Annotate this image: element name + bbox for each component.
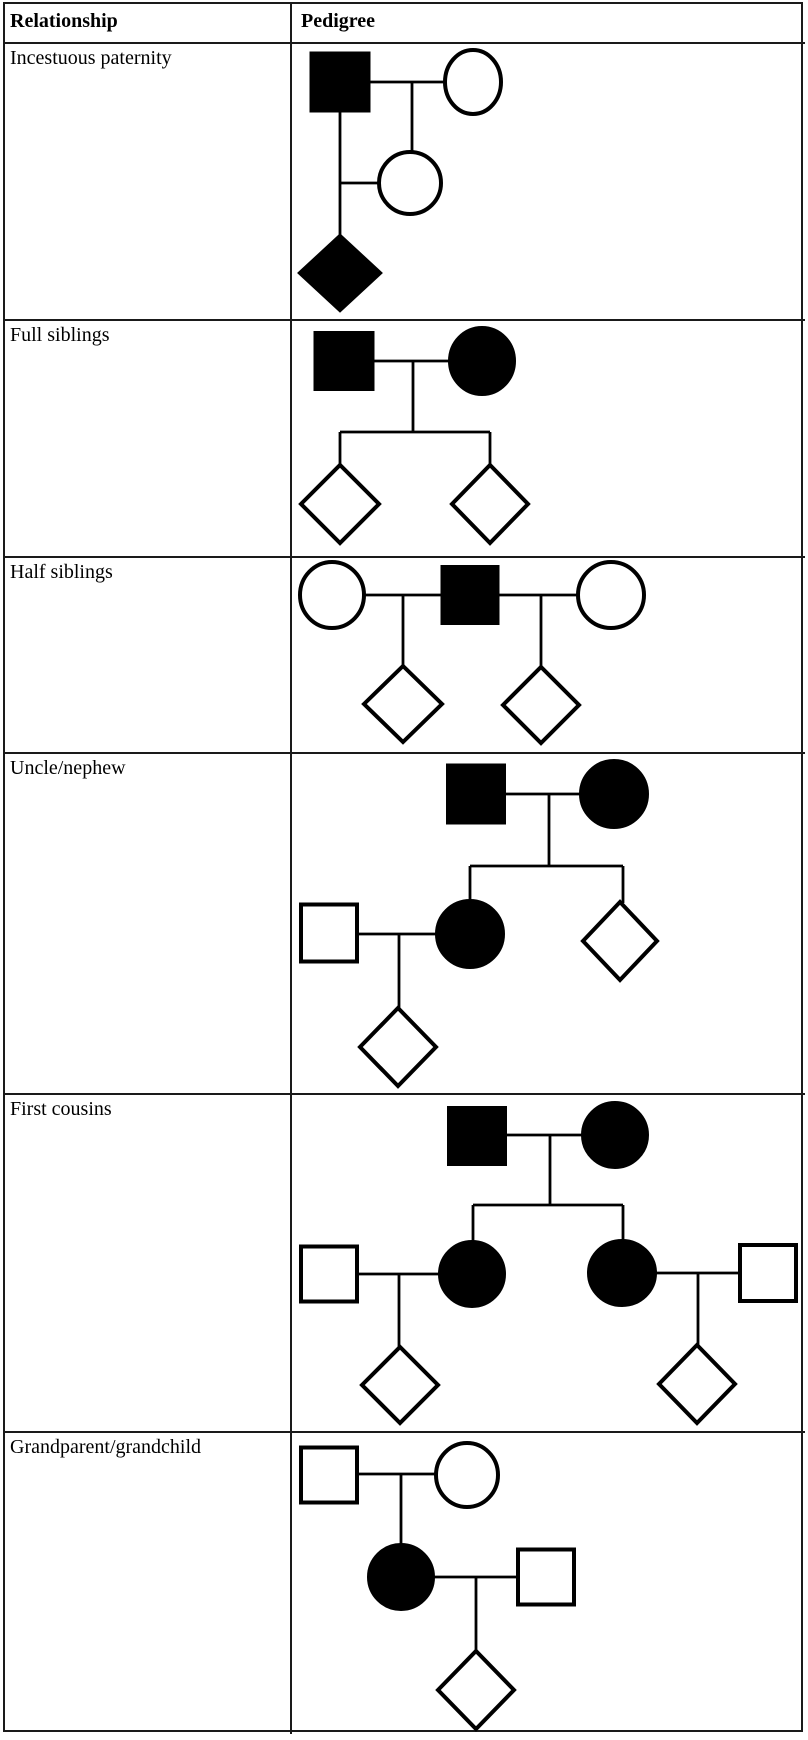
pedigree-symbol-unknown-sex-child	[656, 1342, 738, 1426]
pedigree-symbol-affected-female	[367, 1543, 435, 1611]
pedigree-symbol-unknown-sex-child	[500, 664, 582, 746]
pedigree-symbol-affected-male	[446, 763, 506, 825]
pedigree-symbol-unknown-sex-child	[435, 1648, 517, 1732]
pedigree-symbol-unaffected-female	[443, 48, 503, 116]
pedigree-symbol-unaffected-male	[738, 1243, 798, 1303]
row-label-first-cousins: First cousins	[10, 1098, 112, 1120]
pedigree-symbol-affected-male	[309, 51, 371, 113]
pedigree-symbol-unknown-sex-child	[359, 1344, 441, 1426]
table-row-line	[3, 319, 805, 321]
table-row-line	[3, 42, 805, 44]
row-label-incestuous-paternity: Incestuous paternity	[10, 47, 172, 69]
table-row-line	[3, 556, 805, 558]
table-row-line	[3, 1093, 805, 1095]
pedigree-symbol-affected-female	[579, 759, 649, 829]
pedigree-symbol-unaffected-female	[377, 150, 443, 216]
pedigree-symbol-affected-male	[440, 565, 500, 625]
pedigree-symbol-affected-unknown-sex	[297, 233, 383, 313]
pedigree-symbol-unknown-sex-child	[357, 1005, 439, 1089]
pedigree-symbol-unaffected-female	[576, 560, 646, 630]
pedigree-symbol-affected-female	[587, 1239, 657, 1307]
header-pedigree: Pedigree	[301, 10, 376, 32]
pedigree-symbol-unknown-sex-child	[361, 663, 445, 745]
relationship-pedigree-table	[3, 2, 803, 1732]
pedigree-symbol-unknown-sex-child	[449, 462, 531, 546]
pedigree-symbol-unaffected-male	[299, 1445, 359, 1505]
pedigree-symbol-affected-male	[447, 1106, 507, 1166]
header-relationship: Relationship	[10, 10, 118, 32]
table-row-line	[3, 1431, 805, 1433]
pedigree-symbol-affected-female	[448, 326, 516, 396]
pedigree-symbol-unknown-sex-child	[298, 462, 382, 546]
pedigree-symbol-affected-female	[581, 1101, 649, 1169]
pedigree-symbol-unaffected-male	[516, 1547, 576, 1607]
row-label-half-siblings: Half siblings	[10, 561, 113, 583]
pedigree-symbol-unaffected-male	[299, 1244, 359, 1304]
pedigree-symbol-unaffected-female	[298, 560, 366, 630]
pedigree-symbol-unknown-sex-child	[580, 899, 660, 983]
pedigree-symbol-unaffected-male	[299, 902, 359, 964]
row-label-full-siblings: Full siblings	[10, 324, 110, 346]
row-label-uncle-nephew: Uncle/nephew	[10, 757, 126, 779]
pedigree-symbol-unaffected-female	[434, 1441, 500, 1509]
pedigree-symbol-affected-female	[438, 1240, 506, 1308]
pedigree-symbol-affected-female	[435, 899, 505, 969]
table-row-line	[3, 752, 805, 754]
row-label-grandparent-grandchild: Grandparent/grandchild	[10, 1436, 202, 1458]
pedigree-symbol-affected-male	[313, 331, 375, 391]
table-column-divider	[290, 2, 292, 1734]
